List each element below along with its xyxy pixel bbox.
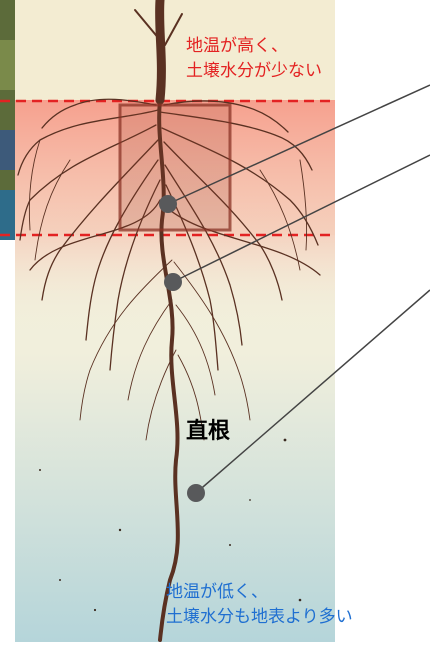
top-zone-label: 地温が高く、 土壌水分が少ない bbox=[186, 34, 322, 84]
top-zone-label-line1: 地温が高く、 bbox=[186, 34, 322, 59]
marker-upper bbox=[159, 195, 177, 213]
bottom-zone-label-line2: 土壌水分も地表より多い bbox=[166, 605, 353, 630]
highlight-box bbox=[120, 105, 230, 230]
left-photo-strip bbox=[0, 0, 16, 240]
bottom-zone-label-line1: 地温が低く、 bbox=[166, 580, 353, 605]
bottom-zone-label: 地温が低く、 土壌水分も地表より多い bbox=[166, 580, 353, 630]
top-zone-label-line2: 土壌水分が少ない bbox=[186, 59, 322, 84]
taproot-label: 直根 bbox=[186, 413, 230, 445]
marker-middle bbox=[164, 273, 182, 291]
marker-lower bbox=[187, 484, 205, 502]
